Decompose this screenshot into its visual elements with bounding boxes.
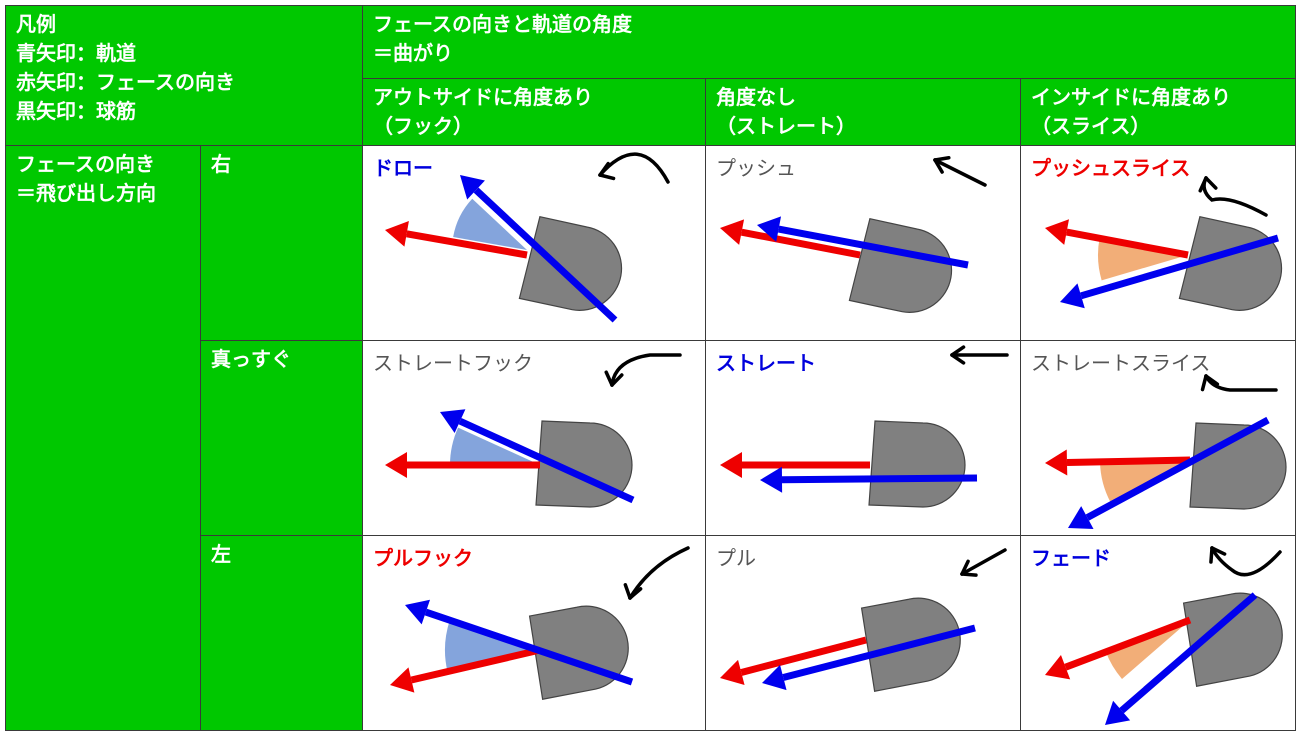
- legend-red: 赤矢印：フェースの向き: [16, 70, 235, 94]
- shot-cell: プッシュスライス: [1020, 145, 1296, 341]
- column-header-line: （フック）: [373, 114, 473, 138]
- shot-cell: プル: [705, 535, 1021, 731]
- shot-name: ドロー: [373, 156, 433, 180]
- column-header-line: 角度なし: [716, 85, 796, 109]
- header-title-line: ＝曲がり: [373, 41, 453, 65]
- shot-cell: ストレートスライス: [1020, 340, 1296, 536]
- legend-blue: 青矢印：軌道: [16, 41, 136, 65]
- row-header-line: フェースの向き: [16, 152, 155, 176]
- shot-name: プル: [716, 546, 756, 570]
- column-header-line: アウトサイドに角度あり: [373, 85, 593, 109]
- legend-cell: 凡例 青矢印：軌道 赤矢印：フェースの向き 黒矢印：球筋: [5, 5, 363, 146]
- column-header-none: 角度なし （ストレート）: [705, 78, 1021, 146]
- shot-cell: ドロー: [362, 145, 706, 341]
- shot-cell: ストレートフック: [362, 340, 706, 536]
- shot-name: プッシュ: [716, 156, 796, 180]
- legend-black: 黒矢印：球筋: [16, 99, 136, 123]
- column-header-line: （ストレート）: [716, 114, 856, 138]
- column-header-inside: インサイドに角度あり （スライス）: [1020, 78, 1296, 146]
- shot-name: ストレート: [716, 351, 816, 375]
- legend-title: 凡例: [16, 12, 56, 36]
- header-title: フェースの向きと軌道の角度 ＝曲がり: [362, 5, 1296, 79]
- row-header-face-direction: フェースの向き ＝飛び出し方向: [5, 145, 201, 731]
- row-label-text: 右: [211, 152, 231, 176]
- shot-cell: プルフック: [362, 535, 706, 731]
- row-header-line: ＝飛び出し方向: [16, 181, 156, 205]
- shot-cell: フェード: [1020, 535, 1296, 731]
- shot-name: フェード: [1031, 546, 1111, 570]
- shot-cell: プッシュ: [705, 145, 1021, 341]
- shot-cell: ストレート: [705, 340, 1021, 536]
- shot-name: ストレートフック: [373, 351, 533, 375]
- column-header-line: インサイドに角度あり: [1031, 85, 1231, 109]
- row-label-left: 左: [200, 535, 363, 731]
- shot-name: プッシュスライス: [1031, 156, 1191, 180]
- column-header-outside: アウトサイドに角度あり （フック）: [362, 78, 706, 146]
- row-label-right: 右: [200, 145, 363, 341]
- row-label-text: 真っすぐ: [211, 347, 291, 371]
- row-label-straight: 真っすぐ: [200, 340, 363, 536]
- header-title-line: フェースの向きと軌道の角度: [373, 12, 632, 36]
- shot-name: ストレートスライス: [1031, 351, 1211, 375]
- column-header-line: （スライス）: [1031, 114, 1151, 138]
- shot-name: プルフック: [373, 546, 473, 570]
- row-label-text: 左: [211, 542, 231, 566]
